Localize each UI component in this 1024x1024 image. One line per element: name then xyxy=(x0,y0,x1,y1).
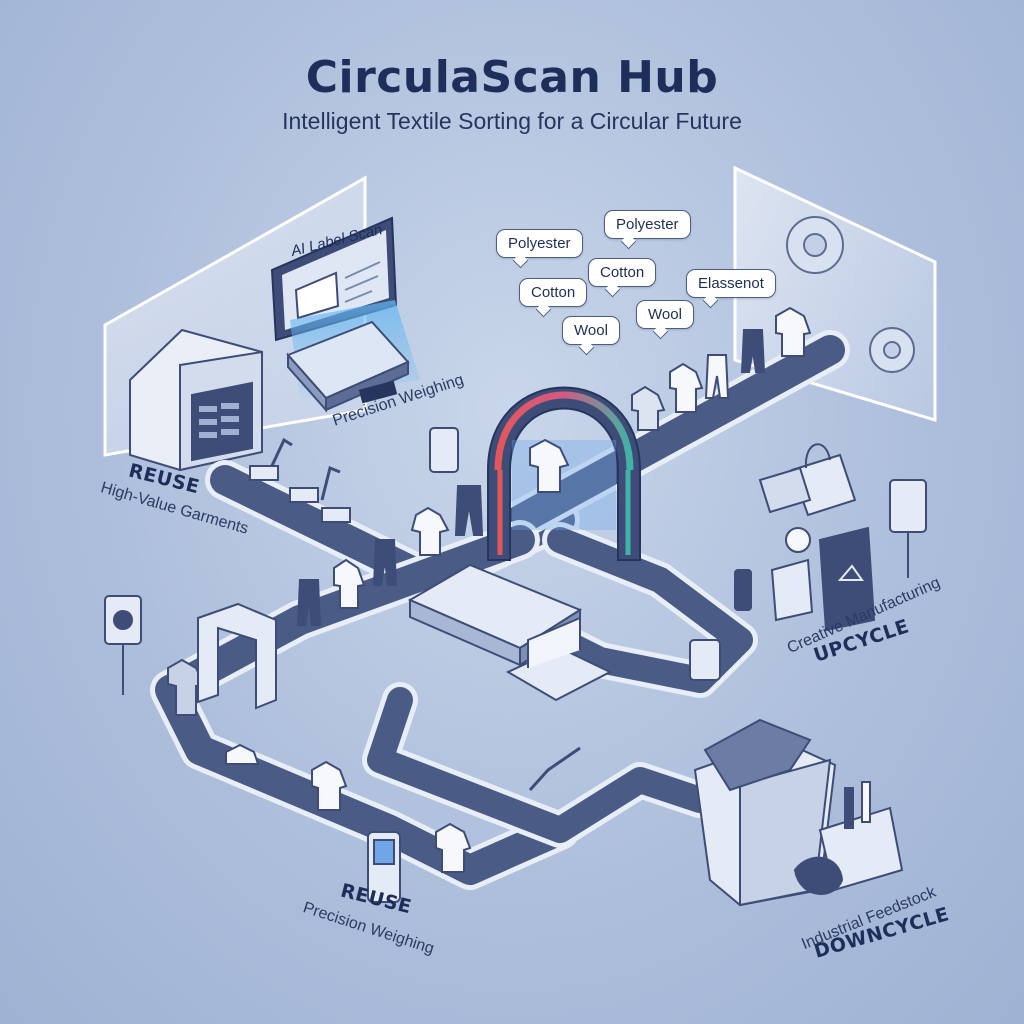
trousers-icon xyxy=(704,354,730,399)
precision-scale xyxy=(286,320,410,413)
teddy-bear-icon xyxy=(785,527,811,553)
shirt-icon xyxy=(410,506,450,556)
page-subtitle: Intelligent Textile Sorting for a Circul… xyxy=(282,108,742,134)
trousers-icon xyxy=(372,539,398,586)
shirt-icon xyxy=(435,822,472,873)
tunnel-scanner xyxy=(104,595,277,710)
robot-arm-icon xyxy=(249,437,581,792)
fiber-tag-cotton: Cotton xyxy=(588,258,657,287)
info-kiosk xyxy=(429,427,752,681)
fiber-tag-elassenot: Elassenot xyxy=(686,269,776,298)
handheld-scanner-icon xyxy=(367,831,401,903)
page-title: CirculaScan Hub xyxy=(305,52,719,103)
shirt-icon xyxy=(529,438,570,493)
gear-icon xyxy=(786,216,915,373)
upcycle-station xyxy=(758,443,927,632)
shirt-icon xyxy=(775,306,812,357)
trousers-icon xyxy=(740,329,766,373)
fiber-tag-polyester: Polyester xyxy=(496,229,583,258)
shirt-icon xyxy=(311,760,348,811)
trousers-icon xyxy=(454,485,484,536)
trousers-icon xyxy=(296,579,322,626)
shirt-icon xyxy=(333,558,366,609)
fiber-tag-wool: Wool xyxy=(562,316,620,345)
garment-items xyxy=(167,306,812,873)
bin-icon xyxy=(693,718,904,907)
recycle-icon xyxy=(837,564,864,581)
shirt-icon xyxy=(225,743,260,765)
fiber-tag-wool: Wool xyxy=(636,300,694,329)
sewing-machine-icon xyxy=(505,616,613,702)
fiber-tag-polyester: Polyester xyxy=(604,210,691,239)
shirt-icon xyxy=(631,385,666,431)
shirt-icon xyxy=(669,362,704,413)
warehouse-icon xyxy=(129,328,263,472)
fiber-tag-cotton: Cotton xyxy=(519,278,588,307)
shirt-icon xyxy=(167,658,206,716)
shopping-bag-icon xyxy=(770,558,814,622)
